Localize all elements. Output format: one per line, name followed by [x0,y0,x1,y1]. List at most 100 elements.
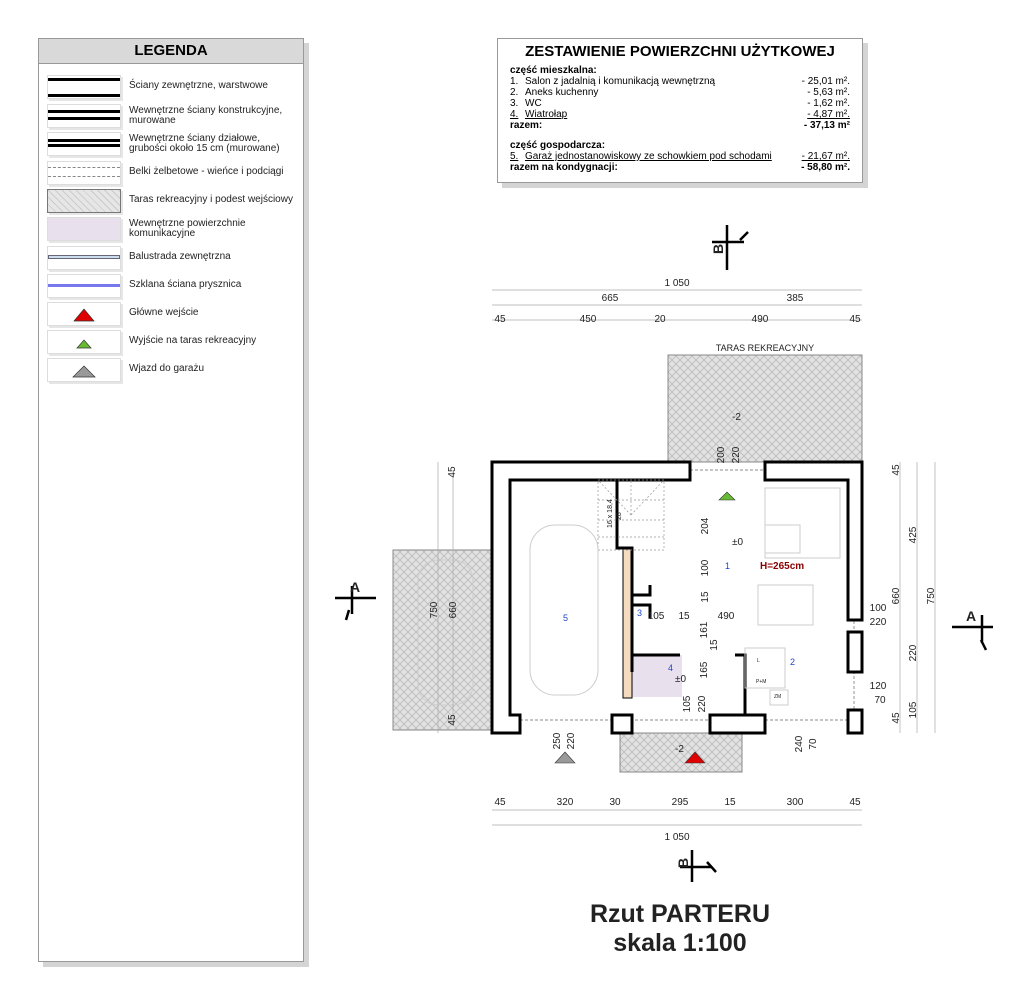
svg-text:45: 45 [494,797,506,808]
fixture-label: ZM [774,694,781,700]
svg-text:220: 220 [731,446,742,463]
svg-text:15: 15 [709,639,720,651]
svg-text:4: 4 [668,663,673,673]
level-marker: -2 [675,744,684,755]
svg-text:B: B [710,244,726,254]
svg-text:1 050: 1 050 [664,832,689,843]
legend-item: Szklana ściana prysznica [47,274,297,298]
legend-item: Wyjście na taras rekreacyjny [47,330,297,354]
svg-text:70: 70 [874,695,886,706]
svg-text:2: 2 [790,657,795,667]
svg-text:490: 490 [752,314,769,325]
svg-text:750: 750 [926,587,937,604]
svg-text:200: 200 [716,446,727,463]
svg-text:220: 220 [566,732,577,749]
table-row: 1.Salon z jadalnią i komunikacją wewnętr… [510,76,850,87]
legend-item: Wjazd do garażu [47,358,297,382]
svg-text:385: 385 [787,293,804,304]
svg-text:665: 665 [602,293,619,304]
balustrade-swatch [47,246,121,270]
svg-text:240: 240 [794,735,805,752]
svg-text:220: 220 [870,617,887,628]
garage-entry-triangle-icon [47,358,121,382]
svg-text:45: 45 [891,464,902,476]
car-outline [417,524,599,706]
level-marker: ±0 [675,674,686,685]
grand-total-row: razem na kondygnacji:- 58,80 m². [510,162,850,173]
main-entry-icon [684,751,706,764]
svg-text:490: 490 [718,611,735,622]
legend-title: LEGENDA [39,39,303,64]
stairs-label: 16 x 18,4 [607,499,614,528]
svg-text:250: 250 [552,732,563,749]
legend-item: Główne wejście [47,302,297,326]
furniture [744,487,841,706]
stairs [597,479,665,551]
svg-text:45: 45 [849,314,861,325]
terrace-exit-icon [718,491,736,501]
legend-item: Wewnętrzne powierzchnie komunikacyjne [47,217,297,241]
svg-text:3: 3 [637,608,642,618]
legend-item: Wewnętrzne ściany konstrukcyjne, murowan… [47,104,297,128]
svg-text:5: 5 [563,613,568,623]
svg-text:30: 30 [609,797,621,808]
room-numbers: 1 2 3 4 5 [563,561,795,673]
exterior-wall-swatch [47,75,121,99]
vestibule-area [632,655,682,697]
svg-text:660: 660 [448,601,459,618]
terrace-label: TARAS REKREACYJNY [716,343,814,353]
fixture-label: P+M [756,679,766,685]
svg-text:120: 120 [870,681,887,692]
svg-text:70: 70 [808,738,819,750]
svg-text:105: 105 [648,611,665,622]
area-summary-table: ZESTAWIENIE POWIERZCHNI UŻYTKOWEJ część … [497,38,863,183]
glass-wall-swatch [47,274,121,298]
svg-text:100: 100 [870,603,887,614]
svg-text:1 050: 1 050 [664,278,689,289]
svg-text:45: 45 [494,314,506,325]
svg-text:45: 45 [447,466,458,478]
exterior-walls [490,460,864,735]
beam-swatch [47,161,121,185]
table-row: 4.Wiatrołap- 4,87 m². [510,109,850,120]
svg-text:15: 15 [724,797,736,808]
table-row: 5.Garaż jednostanowiskowy ze schowkiem p… [510,151,850,162]
svg-text:A: A [966,608,976,624]
svg-text:220: 220 [697,695,708,712]
legend-panel: LEGENDA Ściany zewnętrzne, warstwowe Wew… [38,38,304,962]
svg-text:1: 1 [725,561,730,571]
svg-text:45: 45 [849,797,861,808]
fixture-label: L [757,658,760,664]
utility-header: część gospodarcza: [510,140,606,151]
table-row: 2.Aneks kuchenny- 5,63 m². [510,87,850,98]
svg-text:15: 15 [700,591,711,603]
svg-text:161: 161 [699,621,710,638]
garage-entry-icon [554,751,576,764]
recreation-terrace [667,354,863,463]
section-labels: B A A B [350,244,976,868]
svg-text:20: 20 [654,314,666,325]
svg-text:750: 750 [429,601,440,618]
scale-line: skala 1:100 [613,929,747,957]
living-header: część mieszkalna: [510,65,597,76]
partition-wall-swatch [47,132,121,156]
legend-item: Balustrada zewnętrzna [47,246,297,270]
dimension-lines [437,289,936,826]
svg-text:45: 45 [447,714,458,726]
room-height-label: H=265cm [760,561,804,572]
legend-item: Taras rekreacyjny i podest wejściowy [47,189,297,213]
svg-text:B: B [675,858,691,868]
svg-text:660: 660 [891,587,902,604]
svg-text:300: 300 [787,797,804,808]
living-total-row: razem:- 37,13 m² [510,120,850,131]
svg-text:165: 165 [699,661,710,678]
level-marker: ±0 [732,537,743,548]
section-markers [335,225,993,882]
legend-item: Wewnętrzne ściany działowe, grubości oko… [47,132,297,156]
svg-text:15: 15 [678,611,690,622]
svg-text:425: 425 [908,526,919,543]
structural-wall-swatch [47,104,121,128]
legend-item: Belki żelbetowe - wieńce i podciągi [47,161,297,185]
